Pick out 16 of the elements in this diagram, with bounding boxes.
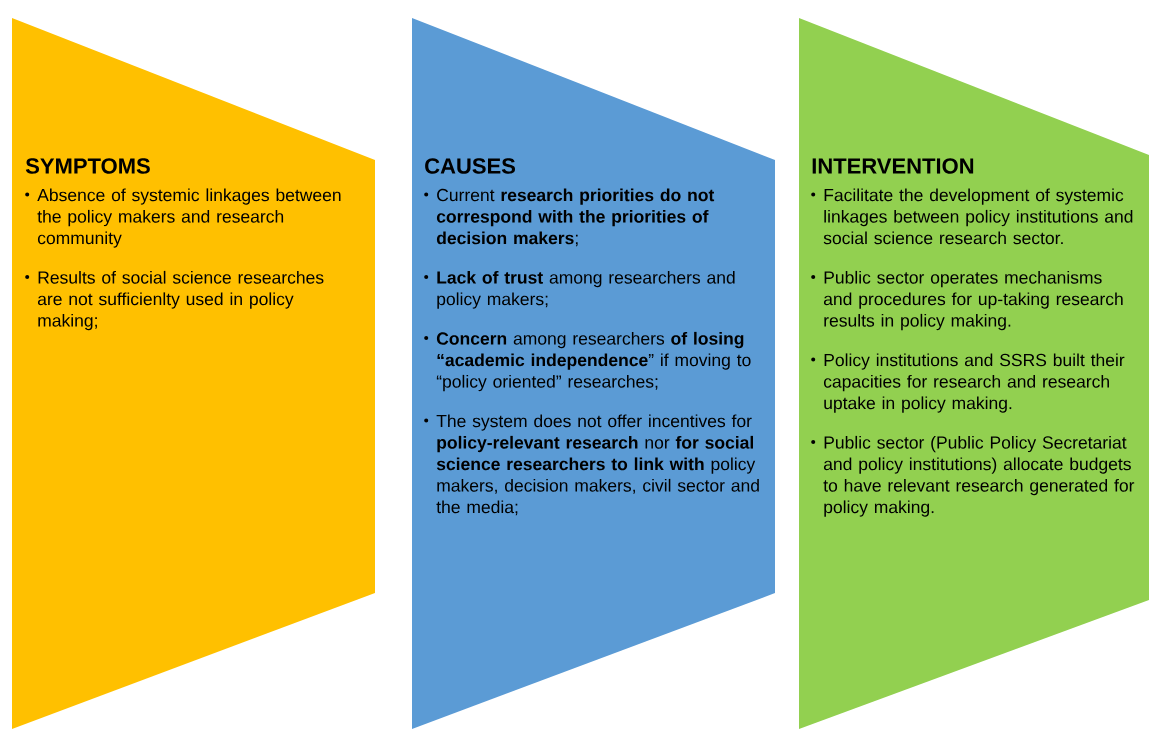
bullet-item: Lack of trust among researchers and policy makers;: [424, 270, 735, 309]
bullet-item: The system does not offer incentives for policy-relevant research nor for social science researchers to link with policy makers, decision makers, civil sector and the media;: [424, 414, 759, 516]
bullet-item: Absence of systemic linkages between the policy makers and research community: [25, 188, 341, 248]
bullet-item: Results of social science researches are not sufficienlty used in policy making;: [25, 270, 324, 331]
chevron-panel: [412, 18, 775, 729]
panel-heading: INTERVENTION: [812, 158, 974, 174]
chevron-panel: [12, 18, 375, 729]
bullet-item: Public sector operates mechanisms and procedures for up-taking research results in policy making.: [811, 270, 1123, 331]
bullet-item: Facilitate the development of systemic linkages between policy institutions and social science research sector.: [811, 188, 1133, 245]
bullet-item: Concern among researchers of losing “academic independence” if moving to “policy oriented” researches;: [424, 331, 751, 392]
bullet-item: Current research priorities do not correspond with the priorities of decision makers;: [424, 188, 715, 247]
chevron-panel: [799, 18, 1149, 729]
bullet-item: Public sector (Public Policy Secretariat and policy institutions) allocate budgets to have relevant research generated for policy making.: [811, 435, 1135, 517]
panel-heading: SYMPTOMS: [25, 158, 150, 174]
bullet-item: Policy institutions and SSRS built their capacities for research and research uptake in policy making.: [811, 353, 1125, 413]
panel-heading: CAUSES: [425, 158, 515, 174]
